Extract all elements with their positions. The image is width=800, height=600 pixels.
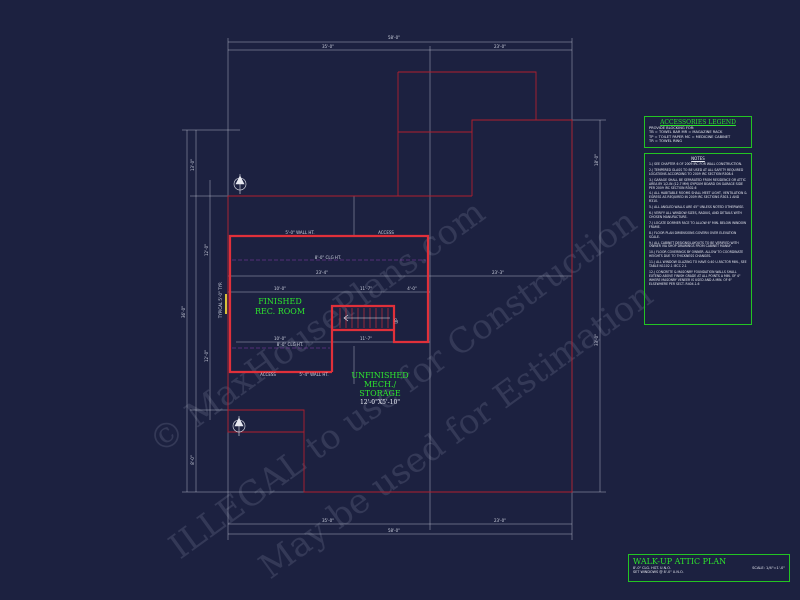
watermark: © MaxHousePlans.com ILLEGAL to use for C… [142,192,661,587]
dim-right-width: 23'-0" [494,44,506,49]
note-item: 3.) GARAGE SHALL BE SEPARATED FROM RESID… [649,177,746,190]
access-bottom: ACCESS [260,372,276,377]
dim-left-overall: 36'-0" [181,306,186,318]
dim-bottom-right: 23'-0" [494,518,506,523]
title-block: WALK-UP ATTIC PLAN SCALE: 1/4"=1'-0" 8'-… [628,554,790,582]
wall-height-top: 5'-0" WALL HT. [285,230,314,235]
mech-room-size: 12'-0"X5'-10" [360,399,400,406]
note-item: 1.) SEE CHAPTER 6 OF 2009 IRC FOR WALL C… [649,162,743,166]
dim-rec-bottom: 10'-0" [274,336,286,341]
dim-overall-width: 58'-0" [388,35,400,40]
left-wall-label: TYPICAL 5'-0" TYP. [218,282,223,319]
note-item: 11.) ALL WINDOW GLAZING TO HAVE 0.40 U-F… [649,260,747,269]
dim-left-upper: 13'-0" [190,159,195,171]
window-marker [225,294,227,314]
building-outline [227,71,573,493]
wall-height-bottom: 5'-4" WALL HT. [299,372,328,377]
mech-room-name-2: MECH./ [364,380,397,389]
dim-bottom-overall: 58'-0" [388,528,400,533]
legend-line: TR = TOWEL RING [649,139,683,144]
note-item: 9.) ALL CABINET DESIGNS/LAYOUTS TO BE VE… [649,240,739,249]
dim-right-overall: 33'-0" [594,334,599,346]
section-marker-top [233,174,247,194]
mech-room-name-1: UNFINISHED [351,371,408,380]
stair-arrow [343,314,390,322]
title-note-1: 8'-0" CLG. HGT. U.N.O. [633,566,671,570]
rec-room-name-1: FINISHED [258,297,302,306]
plan-title: WALK-UP ATTIC PLAN [633,557,727,566]
note-item: 10.) FLOOR COVERINGS BY OWNER. ALLOW TO … [649,250,744,259]
accessories-legend: ACCESSORIES LEGEND PROVIDE BLOCKING FOR:… [644,116,752,148]
dim-left-lower: 8'-0" [190,455,195,465]
dim-bottom-left: 35'-0" [322,518,334,523]
plan-scale: SCALE: 1/4"=1'-0" [752,566,785,570]
general-notes: NOTES 1.) SEE CHAPTER 6 OF 2009 IRC FOR … [644,153,752,325]
note-item: 2.) TEMPERED GLASS TO BE USED AT ALL SAF… [649,167,744,176]
notes-title: NOTES [691,156,705,161]
dim-rec-width: 23'-4" [316,270,328,275]
rec-room-name-2: REC. ROOM [255,307,305,316]
mech-room-name-3: STORAGE [359,389,401,398]
ceiling-height-lines [232,259,426,349]
dim-stair-bottom: 11'-7" [360,336,372,341]
section-marker-bottom [232,416,246,436]
note-item: 5.) ALL ANGLED WALLS ARE 45° UNLESS NOTE… [649,205,745,210]
access-top: ACCESS [378,230,394,235]
ceiling-height-top: 8'-0" CLG HT. [315,255,341,260]
dim-right-lower: 18'-0" [594,154,599,166]
dim-left-mid: 12'-0" [204,244,209,256]
rec-room-walls [228,234,430,374]
legend-title: ACCESSORIES LEGEND [660,119,736,126]
note-item: 12.) CONCRETE & MASONRY FOUNDATION WALLS… [649,269,741,286]
dim-rec-partial: 10'-0" [274,286,286,291]
note-item: 7.) LOCATE DORMER FACE TO ALLOW 6" MIN. … [649,220,747,229]
title-note-2: SET WINDOWS @ 8'-0" U.N.O. [633,570,684,574]
dim-stair-2: 4'-0" [407,286,417,291]
ceiling-height-bottom: 8'-0" CLG HT. [277,342,303,347]
note-item: 8.) FLOOR PLAN DIMENSIONS GOVERN OVER EL… [649,230,737,239]
dim-right-wide: 23'-3" [492,270,504,275]
note-item: 4.) ALL HABITABLE ROOMS SHALL MEET LIGHT… [649,191,747,204]
dim-left-mid-2: 12'-0" [204,350,209,362]
legend-line: TP = TOILET PAPER MC = MEDICINE CABINET [649,134,731,139]
legend-line: PROVIDE BLOCKING FOR: [649,126,695,130]
stair-up-label: UP [394,318,399,324]
note-item: 6.) VERIFY ALL WINDOW SIZES, RADIUS, AND… [649,211,742,219]
dim-left-width: 35'-0" [322,44,334,49]
dim-stair: 11'-7" [360,286,372,291]
legend-line: TB = TOWEL BAR MR = MAGAZINE RACK [649,130,723,135]
